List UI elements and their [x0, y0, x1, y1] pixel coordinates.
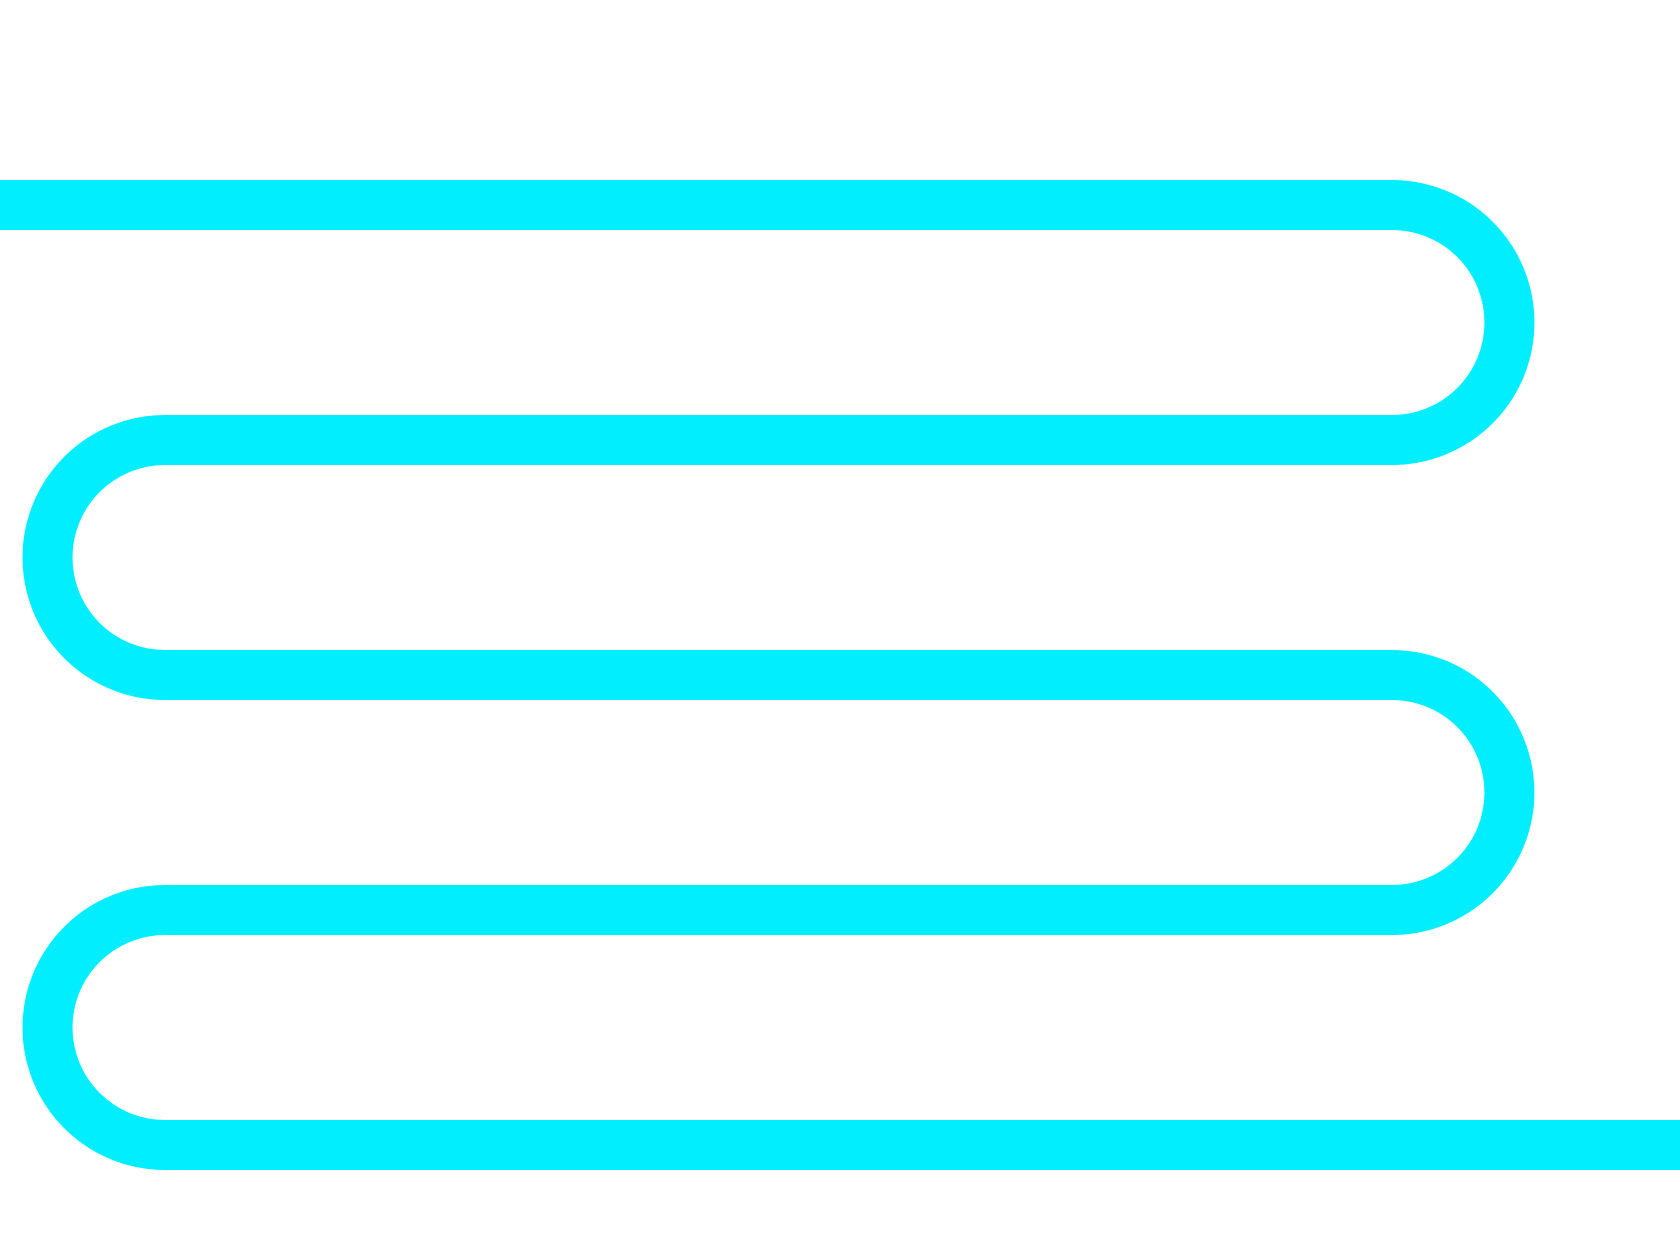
enemy-path: [0, 180, 1680, 1170]
